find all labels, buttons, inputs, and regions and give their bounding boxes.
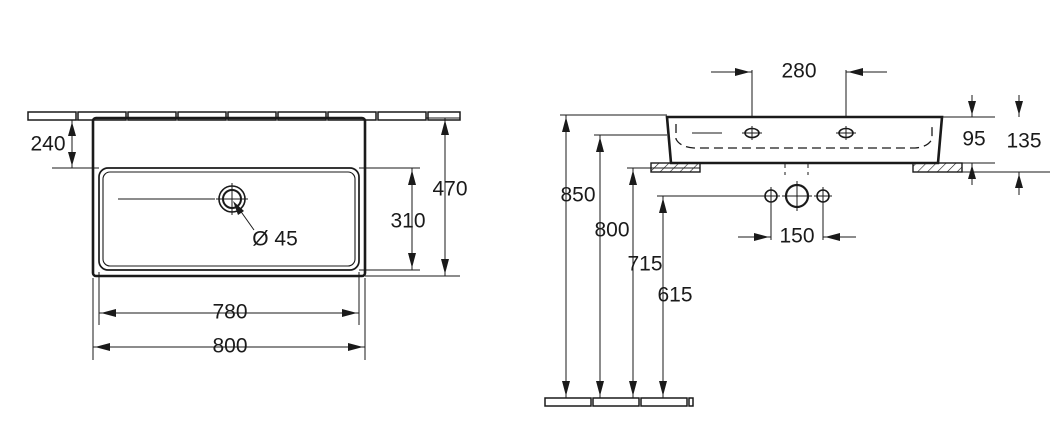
dimension-310: 310 bbox=[359, 167, 426, 271]
basin-bowl-hidden-outline bbox=[675, 124, 933, 149]
top-view-group: Ø 45 240 310 470 bbox=[27, 111, 468, 360]
dimension-800-label: 800 bbox=[212, 335, 247, 358]
waste-connection-symbol bbox=[782, 181, 812, 211]
dimension-95: 95 bbox=[938, 95, 995, 185]
dimension-850-label: 850 bbox=[560, 184, 595, 207]
supply-connection-right bbox=[814, 187, 832, 205]
floor-hatch-symbol bbox=[544, 397, 694, 407]
dimension-615: 615 bbox=[657, 195, 762, 398]
tap-hole-left bbox=[742, 126, 762, 140]
dimension-470: 470 bbox=[365, 117, 468, 277]
dimension-135: 135 bbox=[962, 95, 1050, 195]
dimension-780: 780 bbox=[98, 272, 360, 325]
dimension-470-label: 470 bbox=[432, 178, 467, 201]
dimension-800-height-label: 800 bbox=[594, 219, 629, 242]
basin-bowl-outline-inner bbox=[102, 171, 356, 267]
drain-diameter-callout: Ø 45 bbox=[233, 201, 298, 251]
leader-arrowhead bbox=[233, 201, 244, 215]
dimension-780-label: 780 bbox=[212, 301, 247, 324]
dimension-280-label: 280 bbox=[781, 60, 816, 83]
dimension-615-label: 615 bbox=[657, 284, 692, 307]
waste-outlet-hole bbox=[216, 183, 248, 215]
dimension-280: 280 bbox=[711, 60, 887, 117]
dimension-240-label: 240 bbox=[30, 133, 65, 156]
front-view-group: 280 95 135 bbox=[544, 60, 1050, 407]
drain-diameter-label: Ø 45 bbox=[252, 228, 298, 251]
dimension-800: 800 bbox=[92, 278, 366, 360]
dimension-150: 150 bbox=[738, 202, 856, 248]
wall-hatch-symbol bbox=[27, 111, 461, 121]
dimension-135-label: 135 bbox=[1006, 130, 1041, 153]
basin-bowl-outline-outer bbox=[98, 167, 360, 271]
dimension-715: 715 bbox=[627, 167, 700, 398]
dimension-310-label: 310 bbox=[390, 210, 425, 233]
mounting-bracket-right bbox=[912, 162, 963, 173]
basin-body-front-outline bbox=[665, 115, 944, 165]
tap-hole-right bbox=[836, 126, 856, 140]
dimension-850: 850 bbox=[560, 114, 667, 398]
dimension-150-label: 150 bbox=[779, 225, 814, 248]
basin-deck-outline bbox=[91, 116, 367, 278]
dimension-800-height: 800 bbox=[594, 134, 667, 398]
dimension-95-label: 95 bbox=[962, 128, 985, 151]
dimension-240: 240 bbox=[30, 119, 99, 169]
dimension-715-label: 715 bbox=[627, 253, 662, 276]
